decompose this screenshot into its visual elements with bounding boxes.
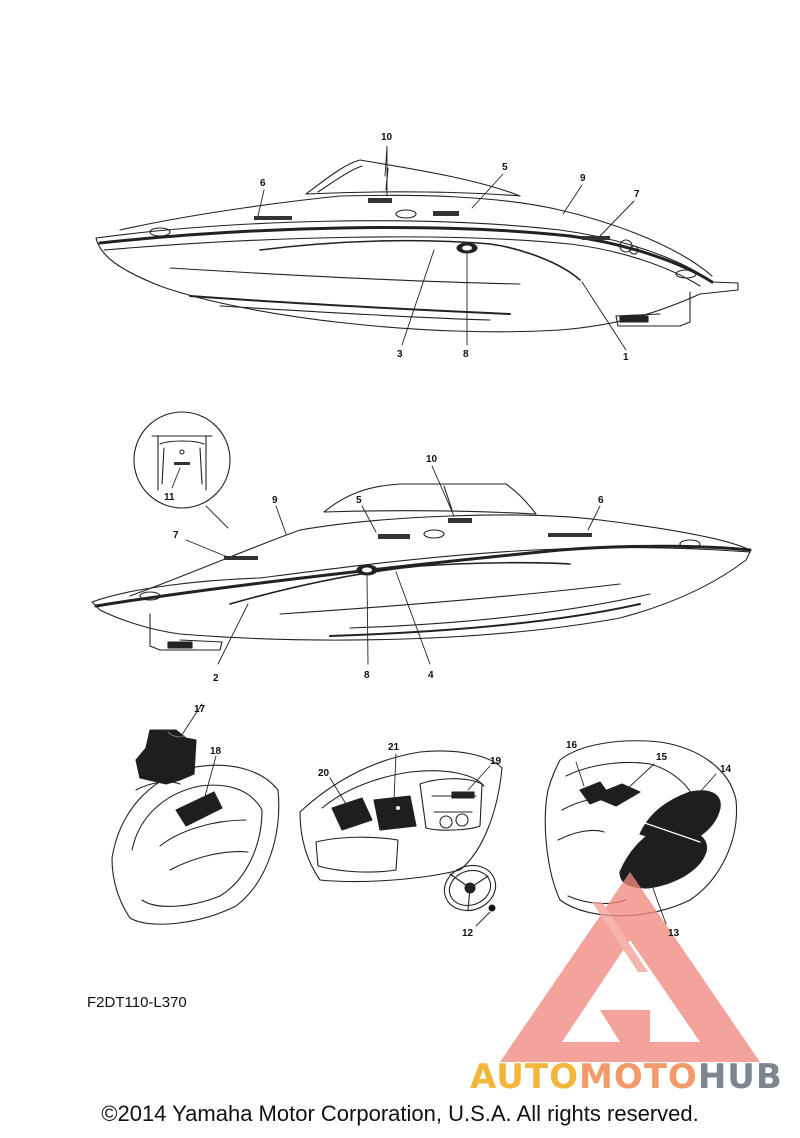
figure-code: F2DT110-L370 [87, 994, 187, 1011]
callout-17: 17 [194, 704, 206, 715]
callout-19: 19 [490, 756, 502, 767]
callout-5-mid: 5 [356, 495, 362, 506]
callout-14: 14 [720, 764, 732, 775]
bow-interior-view [111, 703, 280, 925]
callout-5-top: 5 [502, 162, 508, 173]
watermark-text: AUTOMOTOHUB [470, 1057, 783, 1097]
watermark-moto: MOTO [578, 1057, 698, 1097]
callout-11: 11 [164, 492, 175, 503]
callout-8-top: 8 [463, 349, 469, 360]
callout-9-mid: 9 [272, 495, 278, 506]
callout-labels: 10 6 5 9 7 3 8 1 10 9 5 6 11 7 2 8 4 17 … [164, 132, 732, 939]
callout-7-top: 7 [634, 189, 640, 200]
callout-18: 18 [210, 746, 222, 757]
callout-6-top: 6 [260, 178, 266, 189]
callout-10-top: 10 [381, 132, 393, 143]
boat-port-view [91, 411, 752, 665]
callout-13: 13 [668, 928, 680, 939]
callout-9-top: 9 [580, 173, 586, 184]
callout-21: 21 [388, 742, 400, 753]
watermark-logo [500, 872, 760, 1062]
watermark-hub: HUB [697, 1057, 783, 1097]
steering-wheel-view [443, 864, 497, 927]
callout-2: 2 [213, 673, 219, 684]
callout-12: 12 [462, 928, 474, 939]
boat-starboard-view [95, 145, 739, 351]
stern-interior-view [544, 740, 738, 925]
callout-8-mid: 8 [364, 670, 370, 681]
callout-3: 3 [397, 349, 403, 360]
callout-4: 4 [428, 670, 434, 681]
callout-16: 16 [566, 740, 578, 751]
callout-10-mid: 10 [426, 454, 438, 465]
callout-7-mid: 7 [173, 530, 179, 541]
copyright-notice: ©2014 Yamaha Motor Corporation, U.S.A. A… [101, 1101, 699, 1126]
callout-15: 15 [656, 752, 668, 763]
helm-interior-view [299, 750, 503, 883]
watermark-auto: AUTO [470, 1057, 579, 1097]
callout-6-mid: 6 [598, 495, 604, 506]
callout-1: 1 [623, 352, 629, 363]
callout-20: 20 [318, 768, 330, 779]
